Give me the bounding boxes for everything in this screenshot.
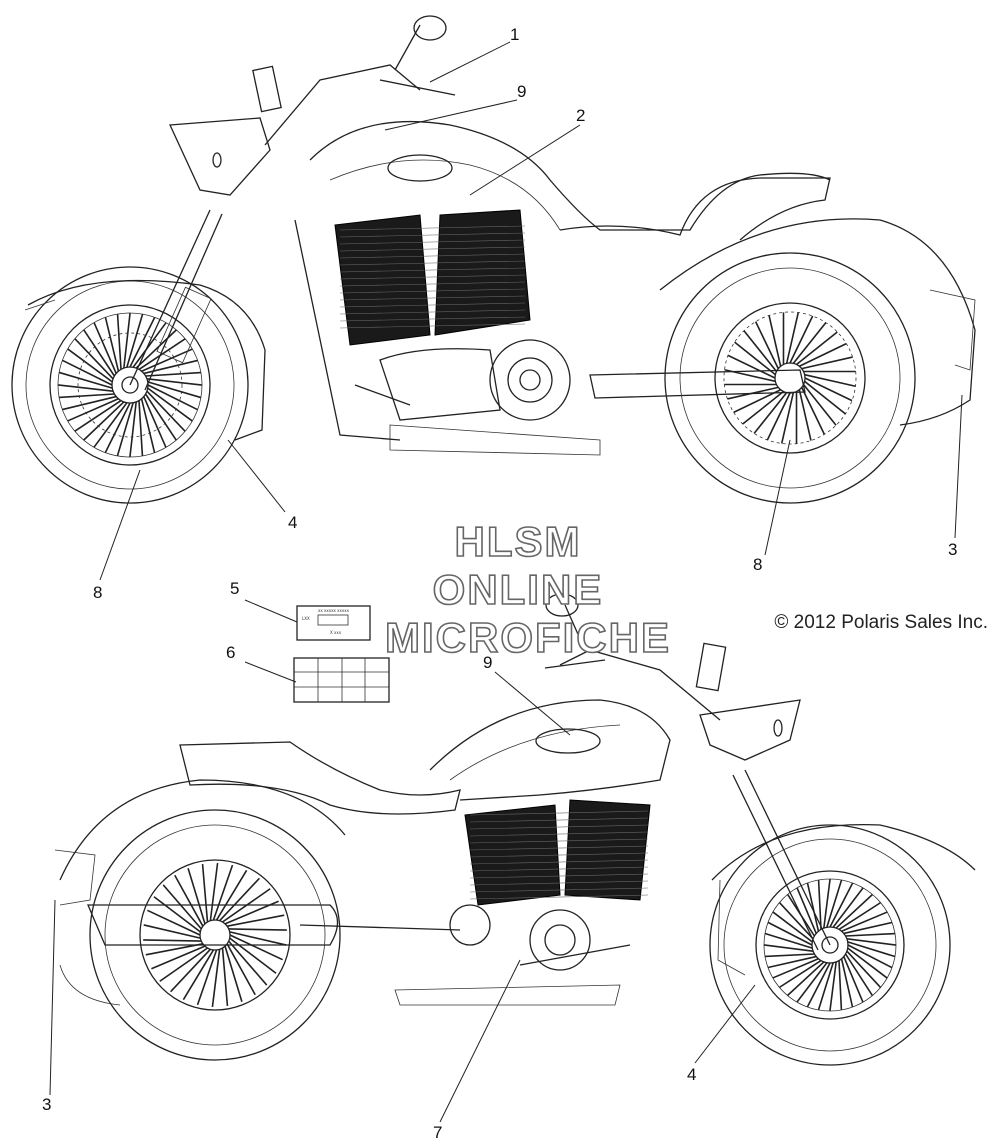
callout-7: 7 bbox=[433, 1123, 442, 1142]
motorcycle-bottom-view-right-side bbox=[54, 593, 976, 1066]
callout-8-left: 8 bbox=[93, 583, 102, 602]
watermark-line-1: HLSM bbox=[455, 518, 582, 565]
callout-9-top: 9 bbox=[517, 82, 526, 101]
leader-lines bbox=[49, 41, 963, 1123]
svg-text:X xxx: X xxx bbox=[330, 630, 342, 635]
decal-item-5: xx xxxxx xxxxx LXX X xxx bbox=[296, 605, 371, 641]
front-wheel-top bbox=[11, 266, 249, 504]
callout-3-bottom: 3 bbox=[42, 1095, 51, 1114]
copyright-text: © 2012 Polaris Sales Inc. bbox=[774, 612, 988, 633]
svg-text:xx xxxxx xxxxx: xx xxxxx xxxxx bbox=[318, 608, 350, 613]
callout-1: 1 bbox=[510, 25, 519, 44]
callout-2: 2 bbox=[576, 106, 585, 125]
decal-item-6 bbox=[293, 657, 390, 703]
callout-3-top: 3 bbox=[948, 540, 957, 559]
watermark-line-2: ONLINE bbox=[433, 566, 604, 613]
callout-6: 6 bbox=[226, 643, 235, 662]
callout-4-top: 4 bbox=[288, 513, 297, 532]
callout-5: 5 bbox=[230, 579, 239, 598]
rear-wheel-bottom bbox=[89, 809, 341, 1061]
watermark-line-3: MICROFICHE bbox=[385, 614, 671, 661]
svg-text:LXX: LXX bbox=[302, 616, 310, 621]
callout-9-bottom: 9 bbox=[483, 653, 492, 672]
motorcycle-top-view-left-side bbox=[11, 15, 976, 504]
rear-wheel-top bbox=[664, 252, 916, 504]
callout-8-right: 8 bbox=[753, 555, 762, 574]
callout-4-bottom: 4 bbox=[687, 1065, 696, 1084]
